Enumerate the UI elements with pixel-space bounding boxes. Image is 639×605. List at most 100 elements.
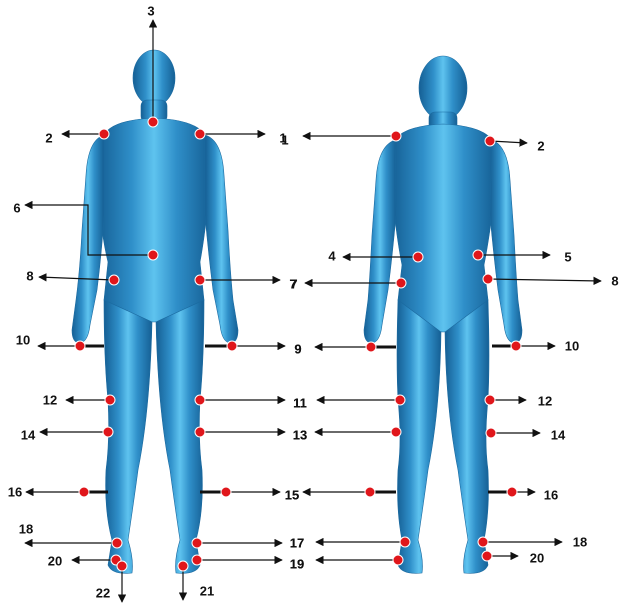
front-point-17: 17: [290, 535, 410, 550]
back-point-2-label: 2: [45, 130, 52, 145]
back-right-arm: [205, 135, 238, 343]
front-point-14-marker: [486, 428, 496, 438]
front-point-17-label: 17: [290, 535, 304, 550]
back-point-14: 14: [21, 427, 113, 442]
front-point-5: 5: [473, 249, 572, 264]
back-point-10: 10: [16, 332, 104, 351]
back-torso: [98, 118, 210, 322]
back-point-21-label: 21: [200, 583, 214, 598]
front-point-1-label: 1: [281, 132, 288, 147]
front-point-10-marker: [511, 341, 521, 351]
front-point-9: 9: [294, 341, 396, 356]
back-point-12-label: 12: [43, 392, 57, 407]
front-point-19-label: 19: [290, 556, 304, 571]
front-point-15-marker: [365, 487, 375, 497]
front-point-13-label: 13: [293, 427, 307, 442]
back-view-figure: [72, 50, 238, 573]
back-point-16-marker: [79, 487, 89, 497]
back-point-11-marker: [195, 395, 205, 405]
front-point-5-marker: [473, 250, 483, 260]
back-point-21-marker: [178, 561, 188, 571]
front-point-17-marker: [400, 537, 410, 547]
back-point-19-marker: [192, 555, 202, 565]
front-point-12: 12: [485, 393, 552, 408]
back-left-leg: [104, 300, 152, 573]
front-right-arm: [490, 140, 522, 343]
back-point-10-marker: [75, 341, 85, 351]
front-point-15: 15: [285, 487, 396, 502]
front-point-12-label: 12: [538, 393, 552, 408]
back-point-22-marker: [117, 561, 127, 571]
front-point-11-marker: [395, 395, 405, 405]
back-point-16-label: 16: [8, 484, 22, 499]
back-point-13: 13: [195, 427, 307, 442]
back-point-8-arrow: [39, 277, 114, 280]
back-point-18-marker: [112, 538, 122, 548]
front-point-8-label: 8: [611, 273, 618, 288]
back-point-6-marker: [148, 250, 158, 260]
back-point-20-label: 20: [48, 553, 62, 568]
front-point-19-marker: [393, 555, 403, 565]
front-point-10-label: 10: [565, 338, 579, 353]
front-left-leg: [397, 300, 441, 573]
back-point-17-marker: [192, 538, 202, 548]
front-point-7-marker: [396, 278, 406, 288]
front-point-11-label: 11: [293, 395, 307, 410]
back-point-3-label: 3: [147, 3, 154, 18]
back-point-2-marker: [99, 129, 109, 139]
front-point-10: 10: [492, 338, 579, 353]
front-point-7-label: 7: [290, 276, 297, 291]
front-point-20-label: 20: [530, 550, 544, 565]
back-point-1-marker: [195, 129, 205, 139]
front-point-8-marker: [483, 274, 493, 284]
front-point-9-label: 9: [294, 341, 301, 356]
front-left-arm: [364, 140, 396, 343]
back-point-6-label: 6: [13, 200, 20, 215]
front-point-11: 11: [293, 395, 405, 410]
back-point-22-label: 22: [96, 585, 110, 600]
front-point-16-label: 16: [544, 487, 558, 502]
back-point-7: 7: [195, 275, 297, 291]
front-point-16: 16: [488, 487, 558, 502]
back-point-12: 12: [43, 392, 115, 407]
back-point-8-marker: [109, 275, 119, 285]
front-point-13: 13: [293, 427, 401, 442]
back-point-17: 17: [192, 535, 304, 550]
front-point-5-label: 5: [564, 249, 571, 264]
front-point-19: 19: [290, 555, 403, 571]
back-point-10-label: 10: [16, 332, 30, 347]
back-point-18: 18: [19, 521, 122, 548]
front-point-13-marker: [391, 427, 401, 437]
back-point-15-marker: [221, 487, 231, 497]
back-point-8: 8: [26, 268, 119, 285]
front-point-20: 20: [482, 550, 544, 565]
front-point-14-label: 14: [551, 427, 566, 442]
back-point-11: 11: [195, 395, 307, 410]
back-point-18-label: 18: [19, 521, 33, 536]
front-point-18-marker: [478, 537, 488, 547]
front-point-2-label: 2: [537, 138, 544, 153]
back-head: [133, 50, 175, 106]
back-point-7-marker: [195, 275, 205, 285]
back-right-leg: [156, 300, 204, 573]
front-torso: [392, 124, 495, 332]
front-point-20-marker: [482, 551, 492, 561]
back-point-9: 9: [205, 341, 302, 356]
front-view-figure: [364, 56, 522, 573]
front-point-1: 1: [281, 131, 401, 147]
front-point-14: 14: [486, 427, 566, 442]
back-point-8-label: 8: [26, 268, 33, 283]
back-point-14-label: 14: [21, 427, 36, 442]
back-point-16: 16: [8, 484, 108, 499]
front-head: [419, 56, 467, 120]
front-point-18-label: 18: [573, 534, 587, 549]
back-point-9-marker: [227, 341, 237, 351]
front-point-2-marker: [485, 136, 495, 146]
back-point-3-marker: [148, 117, 158, 127]
front-point-12-marker: [485, 395, 495, 405]
back-point-12-marker: [105, 395, 115, 405]
back-point-19: 19: [192, 555, 304, 571]
front-right-leg: [445, 300, 489, 573]
